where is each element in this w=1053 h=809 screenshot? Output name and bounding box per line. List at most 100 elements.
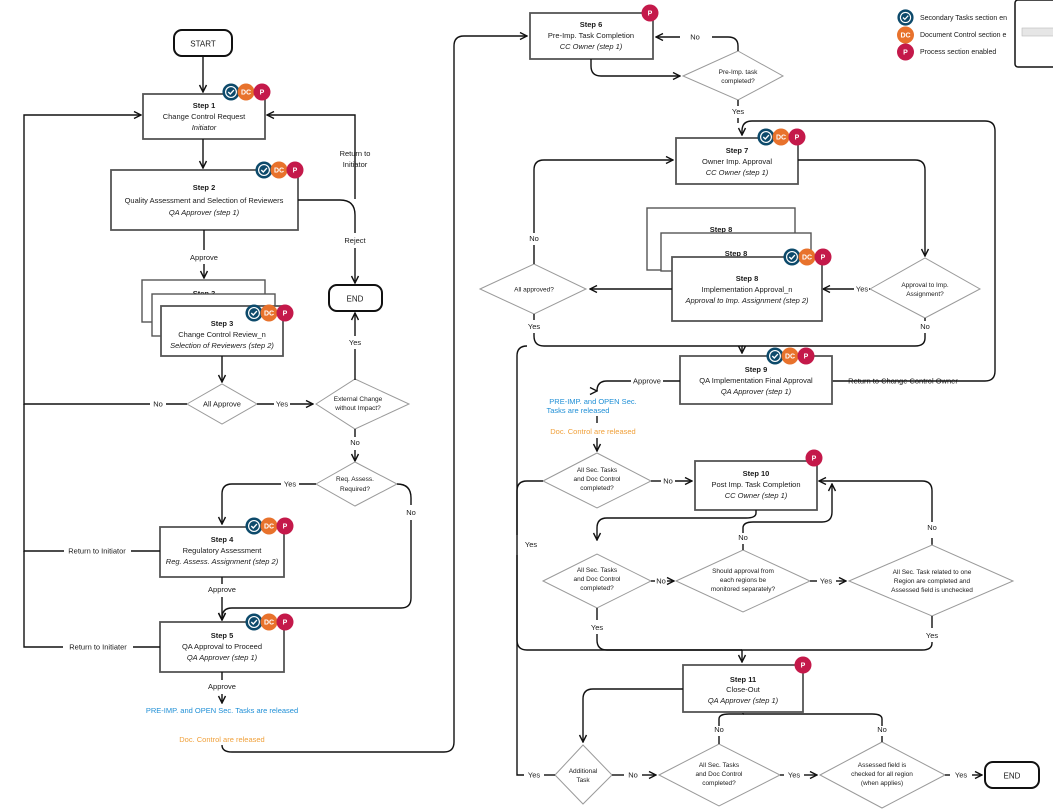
svg-text:Step 6: Step 6 bbox=[580, 20, 603, 29]
svg-text:CC Owner (step 1): CC Owner (step 1) bbox=[706, 168, 769, 177]
svg-text:Doc. Control are released: Doc. Control are released bbox=[179, 735, 264, 744]
svg-text:Owner Imp. Approval: Owner Imp. Approval bbox=[702, 157, 772, 166]
step-4-box: Step 4 Regulatory Assessment Reg. Assess… bbox=[159, 526, 285, 578]
svg-text:No: No bbox=[656, 577, 666, 586]
svg-text:P: P bbox=[903, 50, 908, 57]
legend: Secondary Tasks section en DC Document C… bbox=[897, 0, 1053, 68]
svg-text:Pre-Imp. Task Completion: Pre-Imp. Task Completion bbox=[548, 31, 634, 40]
svg-text:No: No bbox=[738, 533, 748, 542]
svg-text:Yes: Yes bbox=[955, 771, 967, 780]
process-icon bbox=[794, 656, 812, 674]
doc-control-icon bbox=[270, 161, 288, 179]
svg-text:Yes: Yes bbox=[284, 480, 296, 489]
svg-text:All Approve: All Approve bbox=[203, 400, 241, 409]
svg-text:Approve: Approve bbox=[190, 253, 218, 262]
svg-text:P: P bbox=[648, 11, 653, 18]
svg-text:(when applies): (when applies) bbox=[861, 780, 903, 787]
secondary-tasks-icon bbox=[245, 613, 263, 631]
step-2-box: Step 2 Quality Assessment and Selection … bbox=[110, 169, 299, 231]
svg-text:CC Owner (step 1): CC Owner (step 1) bbox=[725, 491, 788, 500]
svg-text:and Doc Control: and Doc Control bbox=[574, 576, 622, 583]
secondary-tasks-icon bbox=[245, 304, 263, 322]
secondary-tasks-icon bbox=[783, 248, 801, 266]
svg-text:No: No bbox=[529, 234, 539, 243]
svg-text:Change Control Review_n: Change Control Review_n bbox=[178, 330, 266, 339]
svg-text:No: No bbox=[877, 725, 887, 734]
svg-text:Task: Task bbox=[576, 777, 590, 784]
process-icon bbox=[788, 128, 806, 146]
svg-text:No: No bbox=[714, 725, 724, 734]
svg-text:DC: DC bbox=[264, 620, 274, 627]
process-icon bbox=[276, 517, 294, 535]
svg-text:Quality Assessment and Selecti: Quality Assessment and Selection of Revi… bbox=[125, 196, 284, 205]
svg-text:Step 8: Step 8 bbox=[736, 274, 759, 283]
svg-text:each regions be: each regions be bbox=[720, 577, 767, 584]
step-3-box: Step 3 Step 3 Step 3 Change Control Revi… bbox=[141, 279, 284, 357]
svg-text:completed?: completed? bbox=[580, 485, 614, 492]
svg-text:No: No bbox=[628, 771, 638, 780]
process-icon bbox=[253, 83, 271, 101]
svg-text:No: No bbox=[927, 523, 937, 532]
svg-text:Post Imp. Task Completion: Post Imp. Task Completion bbox=[711, 480, 800, 489]
svg-text:Yes: Yes bbox=[276, 400, 288, 409]
svg-text:P: P bbox=[795, 135, 800, 142]
doc-control-icon bbox=[260, 517, 278, 535]
svg-text:Implementation Approval_n: Implementation Approval_n bbox=[702, 285, 793, 294]
svg-text:monitored separately?: monitored separately? bbox=[711, 586, 776, 593]
process-icon bbox=[797, 347, 815, 365]
process-icon bbox=[286, 161, 304, 179]
step-10-box: Step 10 Post Imp. Task Completion CC Own… bbox=[694, 460, 818, 511]
svg-text:P: P bbox=[293, 168, 298, 175]
svg-text:Assessed field is: Assessed field is bbox=[858, 762, 907, 769]
svg-text:Regulatory Assessment: Regulatory Assessment bbox=[183, 546, 263, 555]
svg-text:Doc. Control are released: Doc. Control are released bbox=[550, 427, 635, 436]
step-6-box: Step 6 Pre-Imp. Task Completion CC Owner… bbox=[529, 12, 654, 60]
svg-text:Step 4: Step 4 bbox=[211, 535, 234, 544]
svg-text:and Doc Control: and Doc Control bbox=[696, 771, 744, 778]
svg-text:DC: DC bbox=[776, 135, 786, 142]
step-11-box: Step 11 Close-Out QA Approver (step 1) bbox=[682, 664, 804, 713]
svg-text:P: P bbox=[283, 311, 288, 318]
svg-text:Step 11: Step 11 bbox=[730, 675, 756, 684]
pre-imp-decision bbox=[681, 50, 785, 101]
svg-text:Yes: Yes bbox=[525, 540, 537, 549]
svg-text:Selection of Reviewers (step 2: Selection of Reviewers (step 2) bbox=[170, 341, 274, 350]
secondary-tasks-icon bbox=[897, 9, 914, 26]
svg-text:completed?: completed? bbox=[721, 78, 755, 85]
svg-text:Close-Out: Close-Out bbox=[726, 685, 761, 694]
svg-text:Yes: Yes bbox=[820, 577, 832, 586]
doc-control-icon bbox=[237, 83, 255, 101]
doc-control-icon bbox=[260, 304, 278, 322]
svg-text:completed?: completed? bbox=[580, 585, 614, 592]
svg-text:PRE-IMP. and OPEN Sec.: PRE-IMP. and OPEN Sec. bbox=[549, 397, 636, 406]
svg-text:P: P bbox=[812, 456, 817, 463]
svg-text:DC: DC bbox=[264, 524, 274, 531]
svg-text:QA Implementation Final Approv: QA Implementation Final Approval bbox=[699, 376, 813, 385]
svg-text:Step 10: Step 10 bbox=[743, 469, 770, 478]
svg-text:without Impact?: without Impact? bbox=[334, 405, 381, 412]
svg-text:All Sec. Tasks: All Sec. Tasks bbox=[699, 762, 740, 769]
svg-text:CC Owner (step 1): CC Owner (step 1) bbox=[560, 42, 623, 51]
svg-text:Approval to Imp. Assignment (s: Approval to Imp. Assignment (step 2) bbox=[684, 296, 809, 305]
step-5-box: Step 5 QA Approval to Proceed QA Approve… bbox=[159, 621, 285, 673]
svg-text:All approved?: All approved? bbox=[514, 287, 554, 294]
svg-text:Return to Initiator: Return to Initiator bbox=[68, 547, 126, 556]
svg-text:Secondary Tasks section en: Secondary Tasks section en bbox=[920, 15, 1007, 22]
svg-text:Return to: Return to bbox=[340, 149, 371, 158]
svg-text:External Change: External Change bbox=[334, 396, 383, 403]
doc-control-icon bbox=[781, 347, 799, 365]
svg-text:Yes: Yes bbox=[349, 338, 361, 347]
svg-text:DC: DC bbox=[785, 354, 795, 361]
svg-text:No: No bbox=[350, 438, 360, 447]
svg-text:No: No bbox=[920, 322, 930, 331]
start-node: START bbox=[173, 29, 233, 57]
svg-text:Initiator: Initiator bbox=[343, 160, 368, 169]
svg-text:DC: DC bbox=[900, 33, 910, 40]
svg-text:Yes: Yes bbox=[528, 322, 540, 331]
svg-text:Step 8: Step 8 bbox=[725, 249, 748, 258]
svg-text:Assignment?: Assignment? bbox=[906, 291, 944, 298]
svg-text:Should approval from: Should approval from bbox=[712, 568, 774, 575]
svg-text:Required?: Required? bbox=[340, 486, 370, 493]
